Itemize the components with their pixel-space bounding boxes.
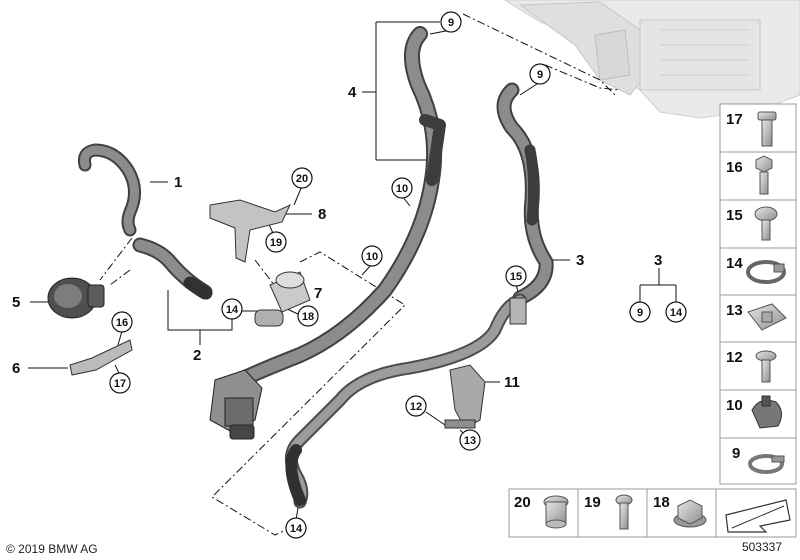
component-illustrations: [47, 199, 527, 440]
hose-illustrations: [78, 26, 554, 509]
part-10-hose-clip-icon: [751, 395, 782, 429]
callout-2: 2: [193, 347, 201, 364]
callout-3-set: 3: [654, 252, 662, 269]
callout-5: 5: [12, 294, 20, 311]
callout-18: 18: [302, 311, 314, 323]
panel-part-17: 17: [726, 111, 743, 128]
callout-12: 12: [410, 401, 422, 413]
part-15-torx-screw-icon: [754, 206, 778, 241]
callout-9-mid: 9: [537, 69, 543, 81]
document-number: 503337: [741, 540, 782, 554]
copyright-notice: © 2019 BMW AG: [6, 542, 98, 556]
panel-part-19: 19: [584, 494, 601, 511]
panel-part-16: 16: [726, 159, 743, 176]
callout-labels: 1 2 3 3 4 5 6 7 8 11: [12, 84, 662, 391]
part-12-screw-washer-icon: [755, 350, 777, 383]
part-17-rivet-nut-icon: [757, 111, 777, 147]
panel-part-20: 20: [514, 494, 531, 511]
part-9-spring-clamp-icon: [748, 454, 785, 474]
callout-15: 15: [510, 271, 522, 283]
panel-part-12: 12: [726, 349, 743, 366]
callout-9-set: 9: [637, 307, 643, 319]
callout-10-b: 10: [366, 251, 378, 263]
part-18-flange-nut-icon: [673, 499, 707, 528]
circled-callouts: [109, 11, 687, 539]
callout-6: 6: [12, 360, 20, 377]
callout-9-top: 9: [448, 17, 454, 29]
part-20-grommet-icon: [543, 495, 569, 529]
part-14-hose-clamp-icon: [746, 260, 786, 284]
callout-4: 4: [348, 84, 357, 101]
circled-callout-labels: 9 9 10 10 20 19 16 17 14 18 15 12 13 14 …: [114, 17, 683, 535]
panel-part-13: 13: [726, 302, 743, 319]
panel-part-10: 10: [726, 397, 743, 414]
panel-part-14: 14: [726, 255, 743, 272]
callout-11: 11: [504, 374, 520, 391]
callout-20: 20: [296, 173, 308, 185]
panel-part-15: 15: [726, 207, 743, 224]
callout-7: 7: [314, 285, 322, 302]
callout-14-b: 14: [290, 523, 303, 535]
arrow-icon: [725, 499, 791, 533]
callout-14-a: 14: [226, 304, 239, 316]
parts-panel-bottom: 20 19 18: [508, 488, 797, 538]
callout-1: 1: [174, 174, 182, 191]
callout-13: 13: [464, 435, 476, 447]
callout-3-hose: 3: [576, 252, 584, 269]
callout-16: 16: [116, 317, 128, 329]
parts-panel-side: 17 16 15 14 13 12 10 9: [719, 103, 797, 485]
part-19-screw-icon: [615, 494, 633, 530]
callout-17: 17: [114, 378, 126, 390]
callout-19: 19: [270, 237, 282, 249]
callout-14-set: 14: [670, 307, 683, 319]
callout-8: 8: [318, 206, 326, 223]
panel-part-9: 9: [732, 445, 740, 462]
heater-unit-illustration: [504, 0, 800, 119]
panel-part-18: 18: [653, 494, 670, 511]
callout-10-a: 10: [396, 183, 408, 195]
part-13-clip-nut-icon: [747, 303, 787, 331]
dashed-assembly-lines: [99, 13, 621, 536]
part-16-hex-bolt-icon: [755, 155, 773, 195]
